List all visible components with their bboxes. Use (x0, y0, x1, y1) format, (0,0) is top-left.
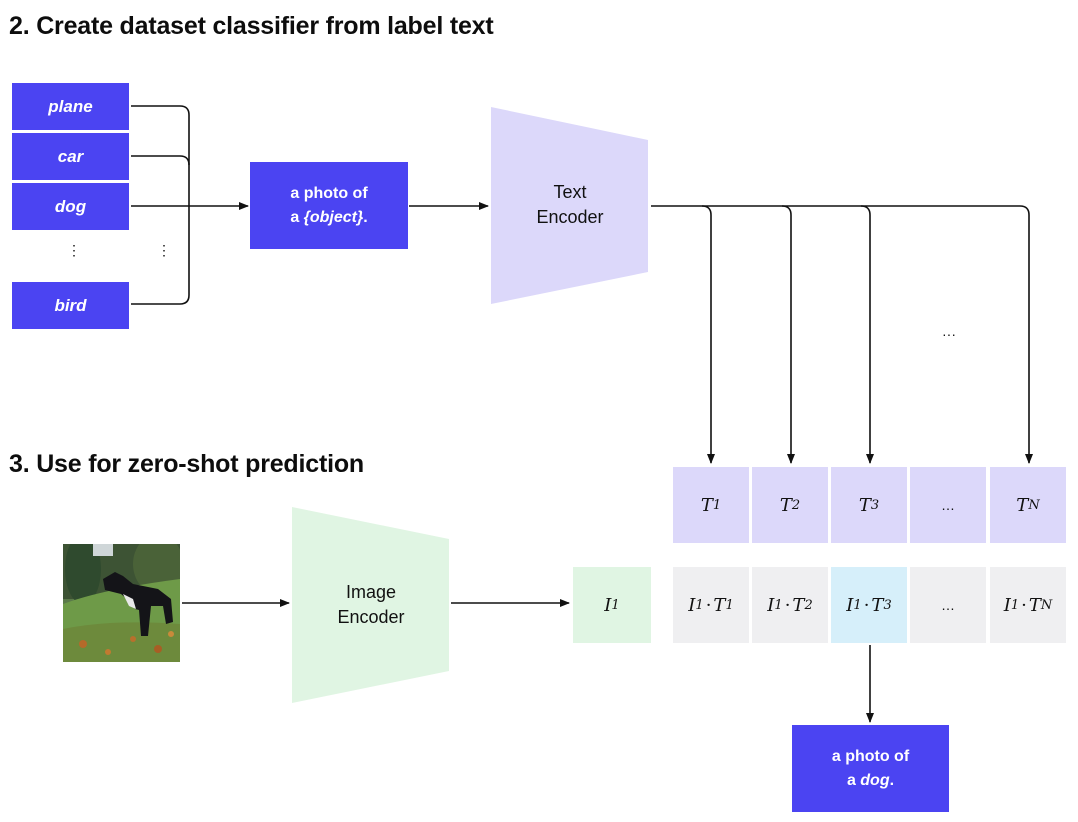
encoder-output-bus (651, 205, 1033, 464)
similarity-ellipsis-cell: … (910, 567, 986, 643)
step2-heading: 2. Create dataset classifier from label … (9, 12, 494, 40)
image-encoder-shape (292, 507, 449, 703)
vertical-ellipsis: ⋮ (157, 242, 171, 258)
input-dog-photo (63, 544, 180, 662)
class-label-plane: plane (12, 83, 129, 130)
prediction-line1: a photo of (831, 747, 910, 765)
prompt-line2: a {object}. (290, 208, 368, 226)
text-encoder-shape (491, 107, 648, 304)
class-label-bird: bird (12, 282, 129, 329)
connector-plane (131, 105, 190, 305)
arrow-to-t1 (701, 205, 715, 464)
text-embedding-ellipsis-cell: … (910, 467, 986, 543)
horizontal-ellipsis: ··· (942, 326, 956, 342)
prompt-line1: a photo of (290, 184, 368, 202)
connector-car (131, 155, 190, 166)
class-label-dog: dog (12, 183, 129, 230)
prediction-line2: a dog. (846, 771, 895, 789)
image-encoder-label: Image Encoder (337, 582, 405, 627)
text-encoder-label: Text Encoder (536, 182, 604, 227)
vertical-ellipsis: ⋮ (67, 242, 81, 258)
prompt-template-box: a photo of a {object}. (250, 162, 408, 249)
arrow-to-t2 (781, 205, 795, 464)
arrow-to-t3 (860, 205, 874, 464)
prediction-box: a photo of a dog. (792, 725, 949, 812)
class-label-car: car (12, 133, 129, 180)
step3-heading: 3. Use for zero-shot prediction (9, 450, 364, 478)
